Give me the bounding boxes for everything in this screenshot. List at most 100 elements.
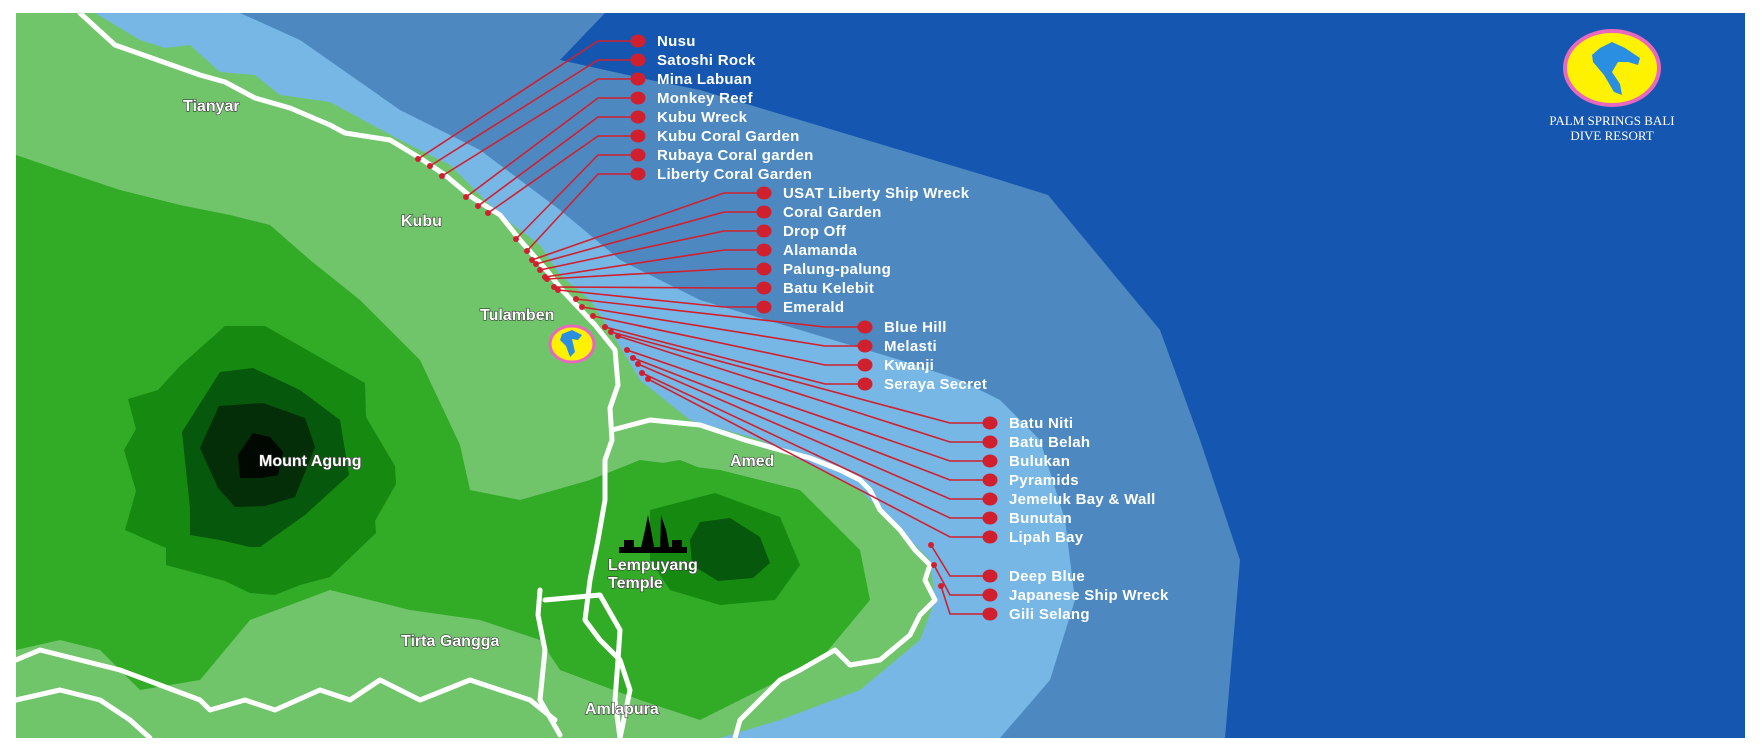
- dive-site-label[interactable]: Bunutan: [1009, 510, 1072, 527]
- dive-site-label[interactable]: Gili Selang: [1009, 606, 1090, 623]
- leader-line: [557, 289, 764, 308]
- dive-site-marker[interactable]: [857, 377, 873, 391]
- shore-point: [938, 583, 944, 589]
- shore-point: [524, 248, 530, 254]
- shore-point: [635, 361, 641, 367]
- dive-site-label[interactable]: Blue Hill: [884, 319, 947, 336]
- leader-line: [604, 326, 865, 385]
- shore-point: [608, 329, 614, 335]
- leader-line: [617, 335, 990, 443]
- dive-site-marker[interactable]: [982, 435, 998, 449]
- dive-site-label[interactable]: Mina Labuan: [657, 71, 752, 88]
- dive-site-label[interactable]: Lipah Bay: [1009, 529, 1084, 546]
- dive-site-marker[interactable]: [982, 492, 998, 506]
- leader-line: [641, 372, 990, 519]
- dive-site-marker[interactable]: [982, 588, 998, 602]
- dive-site-label[interactable]: Liberty Coral Garden: [657, 166, 812, 183]
- dive-site-label[interactable]: Kubu Coral Garden: [657, 128, 800, 145]
- resort-logo: PALM SPRINGS BALI DIVE RESORT: [1549, 29, 1675, 143]
- dive-site-label[interactable]: Japanese Ship Wreck: [1009, 587, 1169, 604]
- dive-site-marker[interactable]: [982, 473, 998, 487]
- resort-location-logo-icon[interactable]: [548, 324, 596, 364]
- leader-line: [539, 230, 764, 271]
- dive-site-marker[interactable]: [982, 416, 998, 430]
- dive-site-marker[interactable]: [756, 224, 772, 238]
- dive-site-marker[interactable]: [756, 243, 772, 257]
- dive-site-marker[interactable]: [630, 53, 646, 67]
- dive-site-leaders: [415, 40, 990, 615]
- dive-site-label[interactable]: Melasti: [884, 338, 937, 355]
- leader-line: [647, 378, 990, 538]
- shore-point: [928, 542, 934, 548]
- leader-line: [546, 268, 764, 280]
- shore-point: [475, 203, 481, 209]
- leader-line: [535, 211, 764, 265]
- roads: [16, 13, 938, 738]
- shore-point: [415, 156, 421, 162]
- dive-site-marker[interactable]: [630, 129, 646, 143]
- dive-site-label[interactable]: Jemeluk Bay & Wall: [1009, 491, 1156, 508]
- dive-site-label[interactable]: Batu Kelebit: [783, 280, 874, 297]
- dive-site-marker[interactable]: [982, 530, 998, 544]
- dive-site-label[interactable]: Batu Belah: [1009, 434, 1090, 451]
- dive-site-marker[interactable]: [857, 320, 873, 334]
- place-label-amed: Amed: [730, 453, 774, 470]
- dive-site-marker[interactable]: [982, 569, 998, 583]
- dive-site-marker[interactable]: [982, 607, 998, 621]
- leader-line: [487, 135, 638, 214]
- dive-site-marker[interactable]: [630, 34, 646, 48]
- dive-site-marker[interactable]: [630, 148, 646, 162]
- dive-site-marker[interactable]: [857, 339, 873, 353]
- shore-point: [645, 376, 651, 382]
- dive-site-label[interactable]: Batu Niti: [1009, 415, 1073, 432]
- leader-line: [553, 286, 764, 289]
- dive-site-label[interactable]: Kwanji: [884, 357, 934, 374]
- dive-site-marker[interactable]: [982, 454, 998, 468]
- shore-point: [463, 194, 469, 200]
- dive-site-marker[interactable]: [756, 186, 772, 200]
- dive-site-marker[interactable]: [857, 358, 873, 372]
- temple-icon: [619, 515, 687, 553]
- dive-site-marker[interactable]: [630, 167, 646, 181]
- leader-line: [441, 78, 638, 177]
- dive-site-label[interactable]: Pyramids: [1009, 472, 1079, 489]
- dive-site-label[interactable]: Alamanda: [783, 242, 857, 259]
- dive-site-label[interactable]: Deep Blue: [1009, 568, 1085, 585]
- dive-site-label[interactable]: Satoshi Rock: [657, 52, 756, 69]
- dive-site-marker[interactable]: [756, 205, 772, 219]
- dive-site-marker[interactable]: [756, 300, 772, 314]
- dive-site-marker[interactable]: [630, 91, 646, 105]
- dive-site-label[interactable]: USAT Liberty Ship Wreck: [783, 185, 970, 202]
- leader-line: [575, 298, 865, 328]
- dive-site-label[interactable]: Monkey Reef: [657, 90, 754, 107]
- dive-site-label[interactable]: Bulukan: [1009, 453, 1070, 470]
- shore-point: [537, 267, 543, 273]
- dive-site-label[interactable]: Emerald: [783, 299, 844, 316]
- dive-site-label[interactable]: Palung-palung: [783, 261, 891, 278]
- dive-site-label[interactable]: Nusu: [657, 33, 696, 50]
- leader-line: [581, 306, 865, 347]
- dive-site-label[interactable]: Drop Off: [783, 223, 847, 240]
- leader-line: [417, 40, 638, 160]
- shore-point: [533, 261, 539, 267]
- dive-site-marker[interactable]: [630, 110, 646, 124]
- dive-site-marker[interactable]: [630, 72, 646, 86]
- place-label-lempuyang: Lempuyang: [608, 557, 698, 574]
- dive-site-marker[interactable]: [756, 262, 772, 276]
- dive-site-label[interactable]: Coral Garden: [783, 204, 882, 221]
- dive-site-label[interactable]: Rubaya Coral garden: [657, 147, 814, 164]
- dive-site-marker[interactable]: [756, 281, 772, 295]
- dive-site-label[interactable]: Seraya Secret: [884, 376, 987, 393]
- place-label-amlapura: Amlapura: [585, 701, 659, 718]
- shore-point: [555, 287, 561, 293]
- place-label-tulamben: Tulamben: [480, 307, 554, 324]
- dive-site-marker[interactable]: [982, 511, 998, 525]
- leader-line: [429, 59, 638, 167]
- shore-point: [544, 276, 550, 282]
- shore-point: [573, 296, 579, 302]
- leader-line: [632, 357, 990, 481]
- dive-site-label[interactable]: Kubu Wreck: [657, 109, 748, 126]
- leader-line: [515, 154, 638, 240]
